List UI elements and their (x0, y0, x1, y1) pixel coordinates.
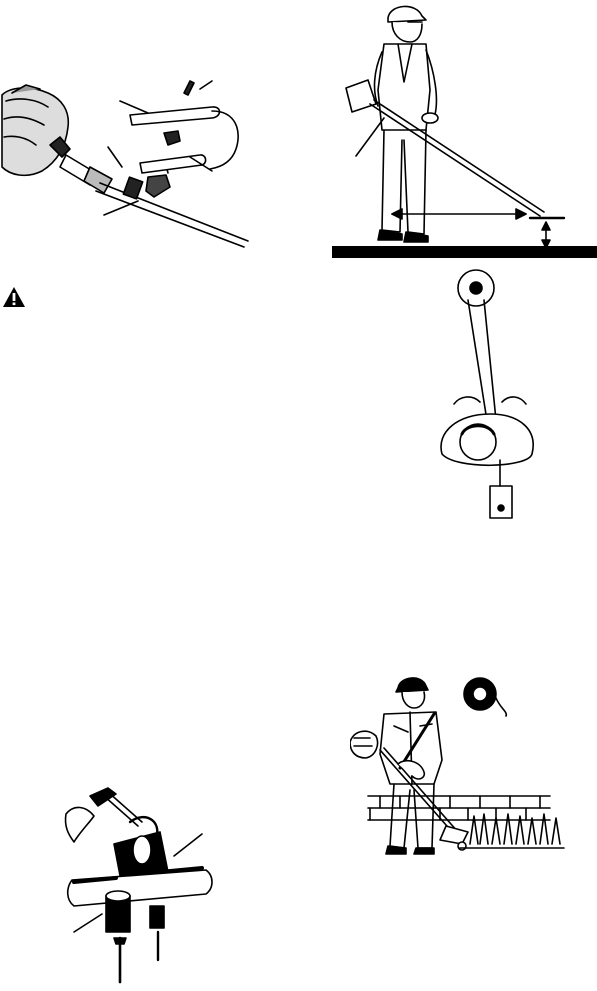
operator-trimming-illustration (350, 664, 582, 864)
harness-clip-illustration (50, 782, 230, 991)
harness-top-view-illustration (432, 264, 544, 524)
warning-triangle-icon (2, 286, 26, 308)
trimmer-handle-assembly-illustration (0, 75, 260, 250)
operator-stance-illustration (330, 0, 597, 262)
